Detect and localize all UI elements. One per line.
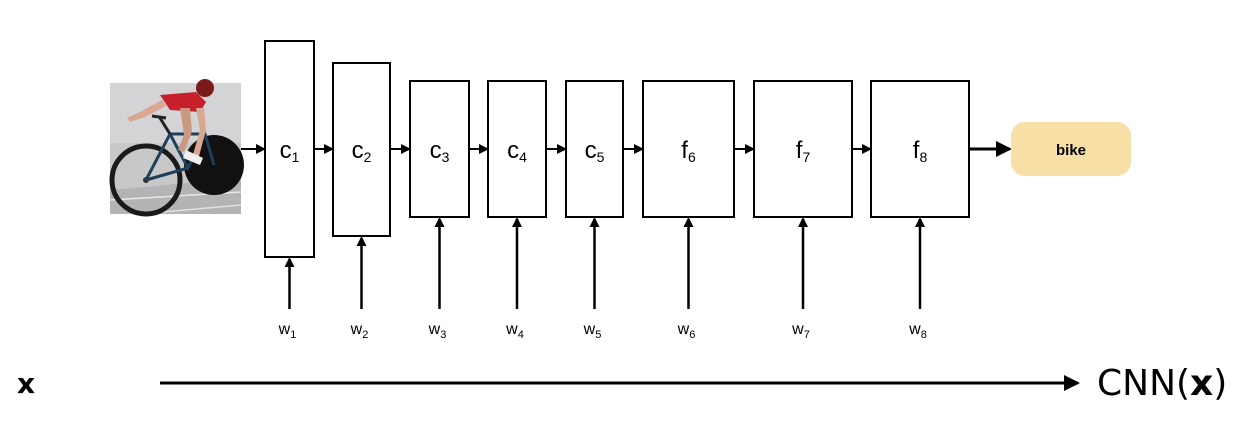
layer-letter: f: [913, 137, 920, 164]
weight-subscript: 5: [595, 329, 601, 341]
layer-subscript: 6: [688, 149, 696, 165]
weight-letter: w: [791, 321, 804, 338]
weight-letter: w: [505, 321, 518, 338]
layer-label: f7: [796, 137, 811, 165]
input-image: [109, 79, 244, 217]
layer-subscript: 7: [802, 149, 810, 165]
weight-letter: w: [677, 321, 690, 338]
layer-label: c3: [430, 137, 450, 165]
weight-subscript: 7: [804, 329, 810, 341]
weight-subscript: 4: [518, 329, 524, 341]
weight-subscript: 6: [689, 329, 695, 341]
weight-subscript: 3: [440, 329, 446, 341]
layer-subscript: 3: [442, 149, 450, 165]
output-label: bike: [1056, 142, 1086, 159]
weight-label: w8: [908, 321, 927, 341]
layer-letter: f: [681, 137, 688, 164]
weight-label: w7: [791, 321, 810, 341]
layer-box: [332, 62, 391, 237]
layer-subscript: 5: [597, 149, 605, 165]
layer-label: c2: [352, 137, 372, 165]
layer-subscript: 1: [292, 149, 300, 165]
layer-box: [487, 80, 547, 218]
layer-letter: c: [507, 137, 519, 164]
weight-letter: w: [583, 321, 596, 338]
layer-letter: c: [585, 137, 597, 164]
layer-subscript: 8: [919, 149, 927, 165]
layer-box: [753, 80, 853, 218]
layer-label: c5: [585, 137, 605, 165]
output-label-box: [1011, 122, 1131, 176]
weight-label: w1: [278, 321, 297, 341]
layer-box: [642, 80, 735, 218]
layer-subscript: 2: [364, 149, 372, 165]
weight-label: w6: [677, 321, 696, 341]
weight-letter: w: [428, 321, 441, 338]
layer-label: c4: [507, 137, 527, 165]
weight-label: w2: [350, 321, 369, 341]
layer-subscript: 4: [519, 149, 527, 165]
layer-label: f8: [913, 137, 928, 165]
weight-letter: w: [278, 321, 291, 338]
weight-letter: w: [908, 321, 921, 338]
layer-label: f6: [681, 137, 696, 165]
input-variable-label: x: [17, 367, 35, 400]
weight-subscript: 2: [362, 329, 368, 341]
weight-subscript: 1: [290, 329, 296, 341]
layer-letter: c: [430, 137, 442, 164]
weight-label: w4: [505, 321, 524, 341]
layer-letter: c: [352, 137, 364, 164]
layer-label: c1: [280, 137, 300, 165]
layer-letter: f: [796, 137, 803, 164]
weight-letter: w: [350, 321, 363, 338]
weight-subscript: 8: [921, 329, 927, 341]
layer-letter: c: [280, 137, 292, 164]
cnn-output-expression: CNN(x): [1097, 363, 1227, 404]
weight-label: w5: [583, 321, 602, 341]
weight-label: w3: [428, 321, 447, 341]
